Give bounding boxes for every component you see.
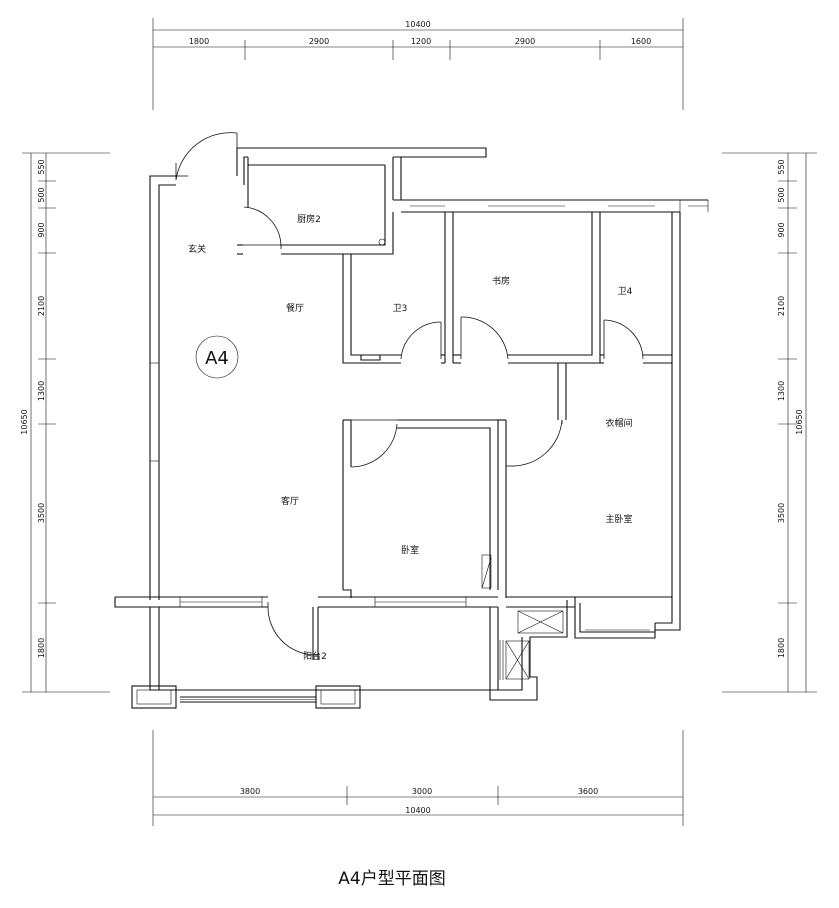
room-living: 客厅 [281, 495, 299, 507]
room-bedroom: 卧室 [401, 544, 419, 556]
top-dim-3: 1200 [411, 37, 431, 46]
left-dim-1: 550 [37, 159, 46, 174]
doors [175, 132, 644, 656]
bottom-dimensions: 3800 3000 3600 10400 [152, 730, 684, 826]
bottom-dim-1: 3800 [240, 787, 260, 796]
room-bath4: 卫4 [618, 287, 633, 297]
top-dim-4: 2900 [515, 37, 535, 46]
right-dim-7: 1800 [777, 638, 786, 658]
right-total-dim: 10650 [795, 409, 804, 434]
left-dim-5: 1300 [37, 381, 46, 401]
room-study: 书房 [492, 275, 510, 287]
right-dim-6: 3500 [777, 503, 786, 523]
left-total-dim: 10650 [20, 409, 29, 434]
unit-tag: A4 [195, 335, 239, 379]
room-kitchen: 厨房2 [297, 213, 321, 225]
right-dim-3: 900 [777, 222, 786, 237]
room-closet: 衣帽间 [605, 417, 632, 429]
right-dim-2: 500 [777, 187, 786, 202]
top-total-dim: 10400 [405, 20, 430, 29]
right-dim-4: 2100 [777, 296, 786, 316]
walls [114, 147, 709, 709]
left-dim-2: 500 [37, 187, 46, 202]
right-dimensions: 550 500 900 2100 1300 3500 1800 10650 [722, 152, 817, 693]
top-dim-1: 1800 [189, 37, 209, 46]
right-dim-5: 1300 [777, 381, 786, 401]
room-master: 主卧室 [605, 513, 632, 525]
room-balcony: 阳台2 [303, 650, 327, 662]
top-dim-5: 1600 [631, 37, 651, 46]
left-dim-7: 1800 [37, 638, 46, 658]
left-dim-3: 900 [37, 222, 46, 237]
top-dim-2: 2900 [309, 37, 329, 46]
left-dim-6: 3500 [37, 503, 46, 523]
drawing-title: A4户型平面图 [338, 869, 445, 889]
room-labels: 玄关 厨房2 餐厅 卫3 书房 卫4 衣帽间 客厅 卧室 主卧室 阳台2 [188, 213, 633, 662]
room-bath3: 卫3 [393, 304, 408, 314]
top-dimensions: 10400 1800 2900 1200 2900 1600 [152, 18, 684, 110]
left-dimensions: 550 500 900 2100 1300 3500 1800 10650 [20, 152, 110, 693]
bottom-dim-2: 3000 [412, 787, 432, 796]
room-dining: 餐厅 [286, 302, 304, 314]
bottom-total-dim: 10400 [405, 806, 430, 815]
bottom-dim-3: 3600 [578, 787, 598, 796]
room-entry: 玄关 [188, 243, 206, 255]
left-dim-4: 2100 [37, 296, 46, 316]
right-dim-1: 550 [777, 159, 786, 174]
unit-tag-label: A4 [205, 348, 229, 369]
